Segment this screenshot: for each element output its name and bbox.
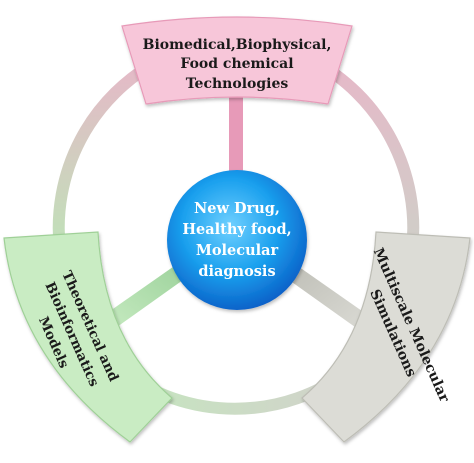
center-line-3: Molecular	[196, 242, 279, 259]
top-line-1: Biomedical,Biophysical,	[143, 37, 332, 53]
right-box	[301, 231, 471, 443]
spoke-top	[229, 88, 243, 178]
spoke-left	[100, 262, 190, 332]
center-line-1: New Drug,	[194, 200, 280, 217]
left-box	[3, 231, 173, 443]
center-circle	[167, 170, 307, 310]
center-line-2: Healthy food,	[182, 221, 291, 238]
center-label: New Drug, Healthy food, Molecular diagno…	[182, 200, 291, 280]
spoke-right	[282, 262, 372, 332]
top-line-3: Technologies	[186, 76, 289, 92]
top-line-2: Food chemical	[180, 56, 293, 72]
top-box	[121, 16, 353, 105]
center-line-4: diagnosis	[198, 263, 275, 280]
top-label: Biomedical,Biophysical, Food chemical Te…	[143, 37, 332, 92]
ring-segment-left	[52, 54, 163, 251]
ring-segment-right	[309, 54, 420, 251]
